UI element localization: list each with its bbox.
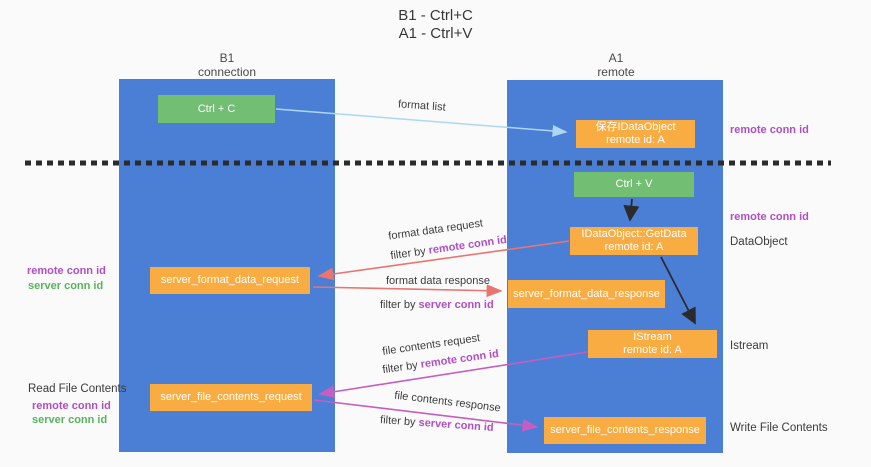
istream-line2: remote id: A [623,344,682,356]
lifeline-a1-role: remote [597,65,635,79]
format-data-response-label: format data response [386,275,490,287]
ctrl-v-label: Ctrl + V [615,178,653,190]
server-file-contents-response-node: server_file_contents_response [544,417,706,444]
lifeline-header-b1: B1 connection [167,51,287,79]
file-contents-response-filter-label: filter by server conn id [379,414,494,434]
format-data-response-filter-label: filter by server conn id [380,299,494,311]
format-data-response-arrow [312,284,503,298]
ctrl-c-node: Ctrl + C [158,95,275,123]
getdata-node: IDataObject::GetData remote id: A [570,227,698,255]
istream-side-label: Istream [730,340,769,352]
save-idataobject-line2: remote id: A [606,134,665,146]
getdata-line2: remote id: A [604,241,664,253]
format-list-label: format list [397,98,447,114]
remote-conn-id-label-left-top: remote conn id [27,265,106,277]
lifeline-a1-name: A1 [608,51,624,65]
server-format-data-request-node: server_format_data_request [150,267,310,294]
write-file-contents-label: Write File Contents [730,422,828,434]
file-contents-response-label: file contents response [393,389,502,415]
ctrl-v-node: Ctrl + V [574,172,694,197]
lifeline-header-a1: A1 remote [556,51,676,79]
remote-conn-id-label-mid-right: remote conn id [730,211,809,223]
diagram-title: B1 - Ctrl+C A1 - Ctrl+V [0,7,871,43]
server-format-data-response-label: server_format_data_response [513,287,660,300]
remote-conn-id-label-left-bottom: remote conn id [32,400,111,412]
remote-conn-id-label-top-right: remote conn id [730,124,809,136]
server-file-contents-request-node: server_file_contents_request [150,384,312,411]
read-file-contents-label: Read File Contents [28,383,127,395]
lifeline-b1-name: B1 [219,51,235,65]
save-idataobject-line1: 保存IDataObject [595,121,676,133]
server-file-contents-request-label: server_file_contents_request [160,391,302,403]
diagram-title-line1: B1 - Ctrl+C [398,7,473,24]
istream-node: IStream remote id: A [588,330,717,358]
server-format-data-request-label: server_format_data_request [160,274,300,286]
save-idataobject-node: 保存IDataObject remote id: A [576,120,695,148]
istream-line1: IStream [633,331,672,343]
dataobject-label: DataObject [730,236,788,248]
server-conn-id-label-left-top: server conn id [28,280,104,292]
getdata-line1: IDataObject::GetData [581,228,687,240]
server-format-data-response-node: server_format_data_response [508,280,665,308]
diagram-title-line2: A1 - Ctrl+V [398,25,473,42]
server-conn-id-label-left-bottom: server conn id [32,414,108,426]
server-file-contents-response-label: server_file_contents_response [550,424,700,436]
lifeline-b1-role: connection [197,65,257,79]
ctrl-c-label: Ctrl + C [197,102,236,115]
